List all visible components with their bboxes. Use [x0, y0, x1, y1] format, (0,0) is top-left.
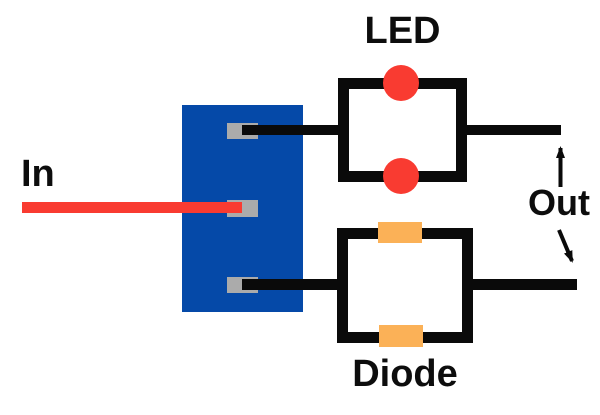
- led-icon: [383, 158, 419, 194]
- label-diode: Diode: [352, 353, 458, 395]
- diode-branch-wire-in: [242, 279, 337, 290]
- led-icon: [383, 65, 419, 101]
- led-branch-wire-out: [467, 125, 561, 135]
- diode-icon: [378, 222, 422, 243]
- label-out: Out: [528, 182, 590, 223]
- diode-branch-wire-out: [473, 279, 577, 290]
- out-arrow-down-icon: [557, 229, 574, 263]
- label-led: LED: [364, 10, 441, 52]
- input-wire: [22, 202, 242, 213]
- diode-icon: [379, 325, 423, 347]
- label-in: In: [21, 153, 55, 195]
- led-branch-wire-in: [242, 125, 338, 135]
